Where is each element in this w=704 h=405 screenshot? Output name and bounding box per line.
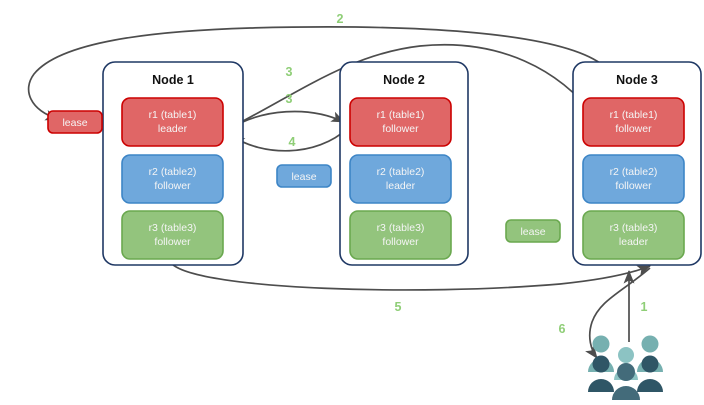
lease-badge-r2[interactable] [276, 164, 332, 188]
node-1-replica-r2[interactable] [121, 154, 224, 204]
flow-arrow-6 [585, 267, 651, 359]
step-label-3-upper: 3 [286, 65, 293, 79]
node-1-group[interactable]: Node 1 r1 (table1) leader r2 (table2) fo… [102, 61, 244, 266]
lease-badge-r1-group[interactable]: lease [47, 110, 103, 134]
lease-badge-r3-group[interactable]: lease [505, 219, 561, 243]
node-2-replica-r2-role: leader [386, 180, 416, 192]
node-3-replica-r2-role: follower [615, 180, 652, 192]
node-2-title: Node 2 [383, 73, 425, 87]
node-3-replica-r1-role: follower [615, 123, 652, 135]
flow-arrow-3-upper [225, 44, 597, 131]
node-1-replica-r2-role: follower [154, 180, 191, 192]
node-2-replica-r1-name: r1 (table1) [377, 109, 425, 121]
flow-arrow-5 [171, 263, 651, 291]
node-2-replica-r2[interactable] [349, 154, 452, 204]
lease-badge-r3[interactable] [505, 219, 561, 243]
flow-arrow-3-lower [227, 110, 345, 131]
step-label-6: 6 [559, 322, 566, 336]
node-3-replica-r2[interactable] [582, 154, 685, 204]
node-1-replica-r1-name: r1 (table1) [149, 109, 197, 121]
node-1-replica-r1[interactable] [121, 97, 224, 147]
lease-badge-r1[interactable] [47, 110, 103, 134]
node-3-group[interactable]: Node 3 r1 (table1) follower r2 (table2) … [572, 61, 702, 266]
node-3-replica-r3-name: r3 (table3) [610, 222, 658, 234]
lease-badge-r2-group[interactable]: lease [276, 164, 332, 188]
node-1-replica-r1-role: leader [158, 123, 188, 135]
node-3-replica-r1-name: r1 (table1) [610, 109, 658, 121]
step-label-4: 4 [289, 135, 296, 149]
node-2-replica-r3-role: follower [382, 236, 419, 248]
node-2-replica-r3-name: r3 (table3) [377, 222, 425, 234]
node-1-replica-r3-name: r3 (table3) [149, 222, 197, 234]
node-3-title: Node 3 [616, 73, 658, 87]
node-2-replica-r2-name: r2 (table2) [377, 166, 425, 178]
flow-arrow-2 [27, 26, 605, 121]
lease-badge-r1-label: lease [62, 117, 87, 129]
node-2-replica-r3[interactable] [349, 210, 452, 260]
node-3-replica-r3-role: leader [619, 236, 649, 248]
step-label-3-lower: 3 [286, 92, 293, 106]
node-2-group[interactable]: Node 2 r1 (table1) follower r2 (table2) … [339, 61, 469, 266]
node-3-replica-r2-name: r2 (table2) [610, 166, 658, 178]
people-group-icon [588, 335, 663, 400]
node-2-replica-r1[interactable] [349, 97, 452, 147]
node-3-replica-r3[interactable] [582, 210, 685, 260]
node-1-replica-r3[interactable] [121, 210, 224, 260]
step-label-2: 2 [337, 12, 344, 26]
node-1-replica-r3-role: follower [154, 236, 191, 248]
node-1-replica-r2-name: r2 (table2) [149, 166, 197, 178]
lease-badge-r2-label: lease [291, 171, 316, 183]
node-2-replica-r1-role: follower [382, 123, 419, 135]
node-1-title: Node 1 [152, 73, 194, 87]
step-label-1: 1 [641, 300, 648, 314]
step-label-5: 5 [395, 300, 402, 314]
node-3-replica-r1[interactable] [582, 97, 685, 147]
lease-badge-r3-label: lease [520, 226, 545, 238]
